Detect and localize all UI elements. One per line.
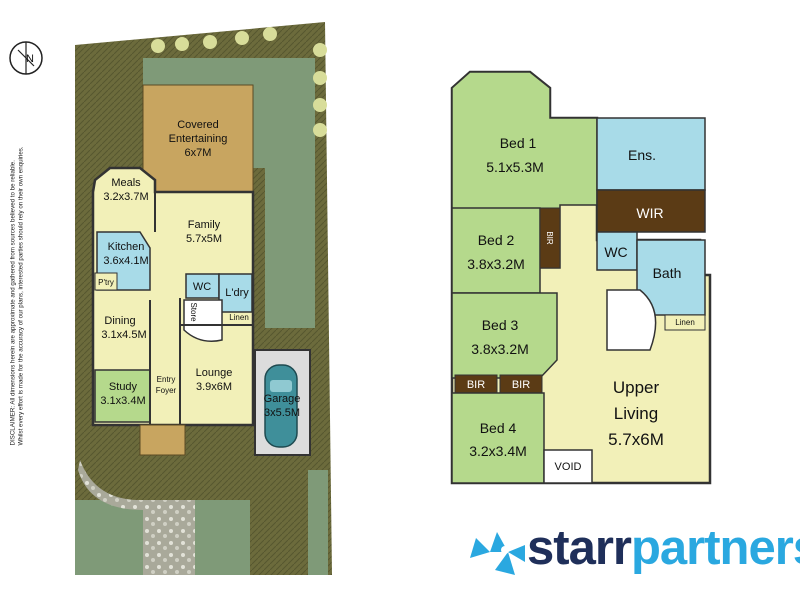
front-grass-left [75,500,145,575]
ground-linen-label: Linen [229,313,249,322]
covered-entertaining-area [142,84,254,193]
wir-label: WIR [636,205,663,221]
upper-linen [664,314,706,331]
meals-label: Meals [111,177,141,189]
covered-entertaining-label: Covered [177,119,219,131]
bir-right-label: BIR [512,379,530,391]
dining-label: Dining [104,315,135,327]
disclaimer: DISCLAIMER: All dimensions herein are ap… [9,136,25,446]
bir-left-label: BIR [467,379,485,391]
bed1-label: Bed 1 [500,135,537,151]
brand-part-1: starr [527,521,632,575]
laundry-label: L'dry [225,287,249,299]
store-label: Store [189,302,198,322]
upper-linen-label: Linen [675,318,695,327]
study-label: Study [109,381,138,393]
garage-size: 3x5.5M [264,407,300,419]
front-porch [139,424,186,456]
bed2-label: Bed 2 [478,232,515,248]
upper-wc-label: WC [604,244,627,260]
bed3-size: 3.8x3.2M [471,341,529,357]
bed2-size: 3.8x3.2M [467,256,525,272]
lounge-label: Lounge [196,367,233,379]
void-label: VOID [555,461,582,473]
compass-north-label: N [26,53,34,65]
car-windscreen [270,380,292,392]
foyer-label: Foyer [156,386,177,395]
ground-wc-label: WC [193,281,211,293]
pantry-area [94,272,118,291]
void-area [543,449,593,484]
side-grass [265,168,315,328]
covered-entertaining-label-2: Entertaining [169,133,228,145]
pantry-label: P'try [98,278,114,287]
tree-row [151,27,327,137]
upper-living-size: 5.7x6M [608,430,664,449]
pebble-path [78,460,195,575]
laundry-area [218,273,253,313]
bed3-label: Bed 3 [482,317,519,333]
kitchen-size: 3.6x4.1M [103,255,148,267]
disclaimer-line-2: Whilst every effort is made for the accu… [17,146,24,446]
family-size: 5.7x5M [186,233,222,245]
lounge-size: 3.9x6M [196,381,232,393]
upper-wc-area [596,231,638,271]
ensuite-area [596,117,706,191]
car-icon [264,364,298,448]
bed4-label: Bed 4 [480,420,517,436]
ground-floor-plan: Covered Entertaining 6x7M Meals 3.2x3.7M… [75,22,332,575]
bed4-area [451,392,545,484]
bed3-area [451,292,558,379]
front-grass-right [308,470,328,575]
covered-entertaining-size: 6x7M [185,147,212,159]
dining-size: 3.1x4.5M [101,329,146,341]
upper-floor-plan: Bed 1 5.1x5.3M Ens. WIR Bed 2 3.8x3.2M B… [450,70,712,485]
entry-label: Entry [157,375,176,384]
bed2-bir-label: BIR [545,231,554,245]
ensuite-label: Ens. [628,147,656,163]
meals-size: 3.2x3.7M [103,191,148,203]
family-label: Family [188,219,221,231]
ground-wc-area [185,273,220,299]
compass-icon: N [9,41,43,75]
bed1-size: 5.1x5.3M [486,159,544,175]
study-size: 3.1x3.4M [100,395,145,407]
wir-area [596,189,706,233]
upper-living-label: Upper [613,378,660,397]
brand-part-2: partners [630,521,800,575]
garage-label: Garage [264,393,301,405]
brand-wordmark: starrpartners [527,520,800,576]
disclaimer-line-1: DISCLAIMER: All dimensions herein are ap… [9,160,17,446]
bed4-size: 3.2x3.4M [469,443,527,459]
front-grass-mid [195,500,250,575]
bed2-bir [539,207,561,269]
kitchen-label: Kitchen [108,241,145,253]
bed2-area [451,207,541,294]
upper-stairs [606,289,657,351]
bath-label: Bath [653,265,682,281]
ground-stairs [183,299,223,342]
starr-partners-logo-icon [470,532,525,575]
upper-living-label-2: Living [614,404,658,423]
